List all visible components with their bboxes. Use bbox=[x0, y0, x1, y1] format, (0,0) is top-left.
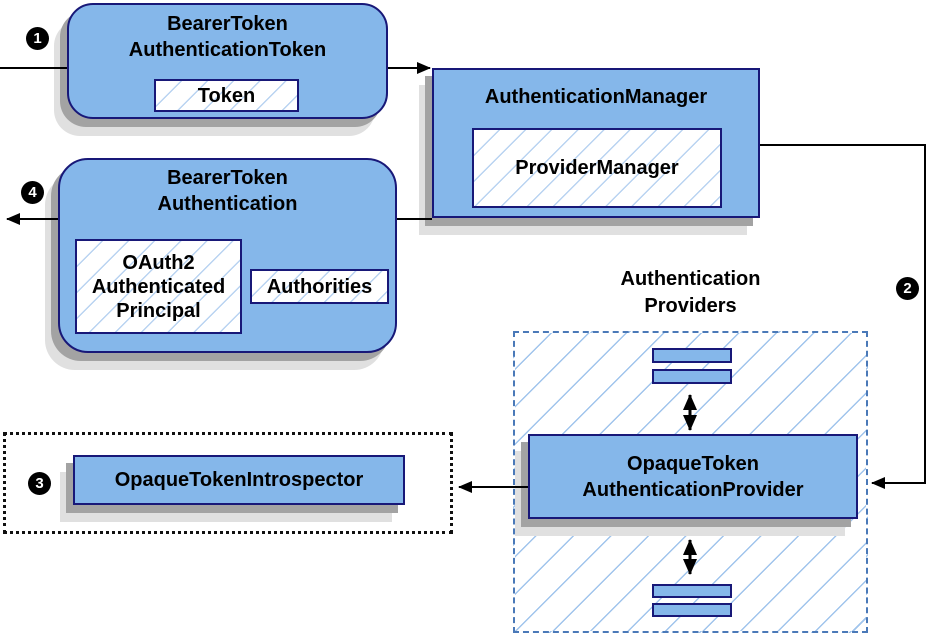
token-inner-box: Token bbox=[154, 79, 299, 112]
step-3-marker: 3 bbox=[28, 472, 51, 495]
authorities-inner-box: Authorities bbox=[250, 269, 389, 304]
provider-placeholder-bar bbox=[652, 369, 732, 384]
provider-manager-inner-box: ProviderManager bbox=[472, 128, 722, 208]
authentication-providers-title: Authentication Providers bbox=[620, 268, 761, 317]
oauth2-authenticated-principal-inner-box: OAuth2 Authenticated Principal bbox=[75, 239, 242, 334]
node-title: BearerToken AuthenticationToken bbox=[128, 13, 327, 61]
provider-placeholder-bar bbox=[652, 348, 732, 363]
node-opaque-token-introspector: OpaqueTokenIntrospector bbox=[73, 455, 405, 505]
step-2-marker: 2 bbox=[896, 277, 919, 300]
node-authentication-manager: AuthenticationManager ProviderManager bbox=[432, 68, 760, 218]
node-title: BearerToken Authentication bbox=[157, 167, 298, 215]
provider-placeholder-bar bbox=[652, 584, 732, 598]
step-4-marker: 4 bbox=[21, 181, 44, 204]
step-1-marker: 1 bbox=[26, 27, 49, 50]
node-title: AuthenticationManager bbox=[484, 86, 708, 108]
provider-placeholder-bar bbox=[652, 603, 732, 617]
node-opaque-token-authentication-provider: OpaqueToken AuthenticationProvider bbox=[528, 434, 858, 519]
node-bearer-token-authentication: BearerToken Authentication OAuth2 Authen… bbox=[58, 158, 397, 353]
node-bearer-token-authentication-token: BearerToken AuthenticationToken Token bbox=[67, 3, 388, 119]
